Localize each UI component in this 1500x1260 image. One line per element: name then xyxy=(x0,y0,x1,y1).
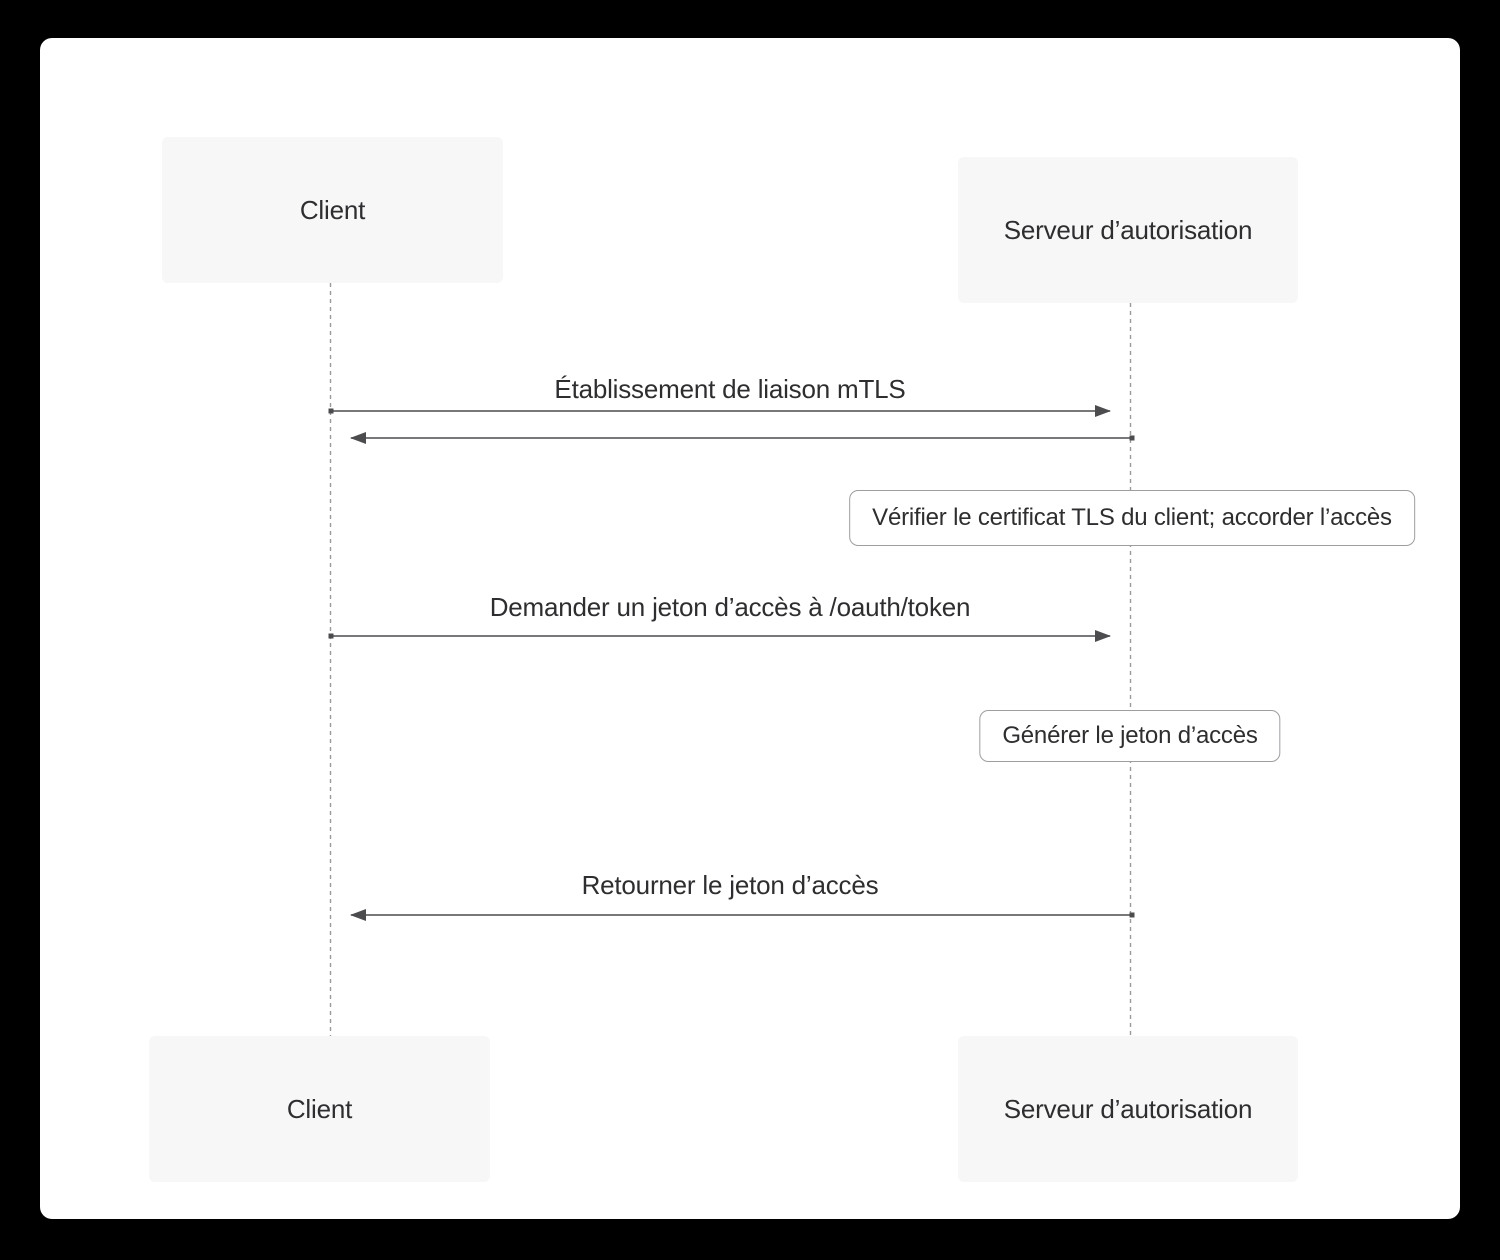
actor-box-server-bottom: Serveur d’autorisation xyxy=(958,1036,1298,1182)
note-generate-token: Générer le jeton d’accès xyxy=(979,710,1281,762)
actor-label-server: Serveur d’autorisation xyxy=(1003,214,1253,245)
message-label-mtls-handshake: Établissement de liaison mTLS xyxy=(554,374,906,404)
actor-label-server: Serveur d’autorisation xyxy=(1003,1093,1253,1124)
actor-box-client-top: Client xyxy=(162,137,503,283)
message-label-request-token: Demander un jeton d’accès à /oauth/token xyxy=(489,592,971,622)
message-label-return-token: Retourner le jeton d’accès xyxy=(581,870,879,900)
actor-box-server-top: Serveur d’autorisation xyxy=(958,157,1298,303)
message-origin-dot xyxy=(1129,435,1135,441)
message-origin-dot xyxy=(328,408,334,414)
actor-box-client-bottom: Client xyxy=(149,1036,490,1182)
note-verify-certificate: Vérifier le certificat TLS du client; ac… xyxy=(849,490,1415,546)
diagram-card: Client Serveur d’autorisation Établissem… xyxy=(40,38,1460,1219)
actor-label-client: Client xyxy=(286,1093,353,1124)
message-origin-dot xyxy=(1129,912,1135,918)
message-origin-dot xyxy=(328,633,334,639)
actor-label-client: Client xyxy=(299,194,366,225)
